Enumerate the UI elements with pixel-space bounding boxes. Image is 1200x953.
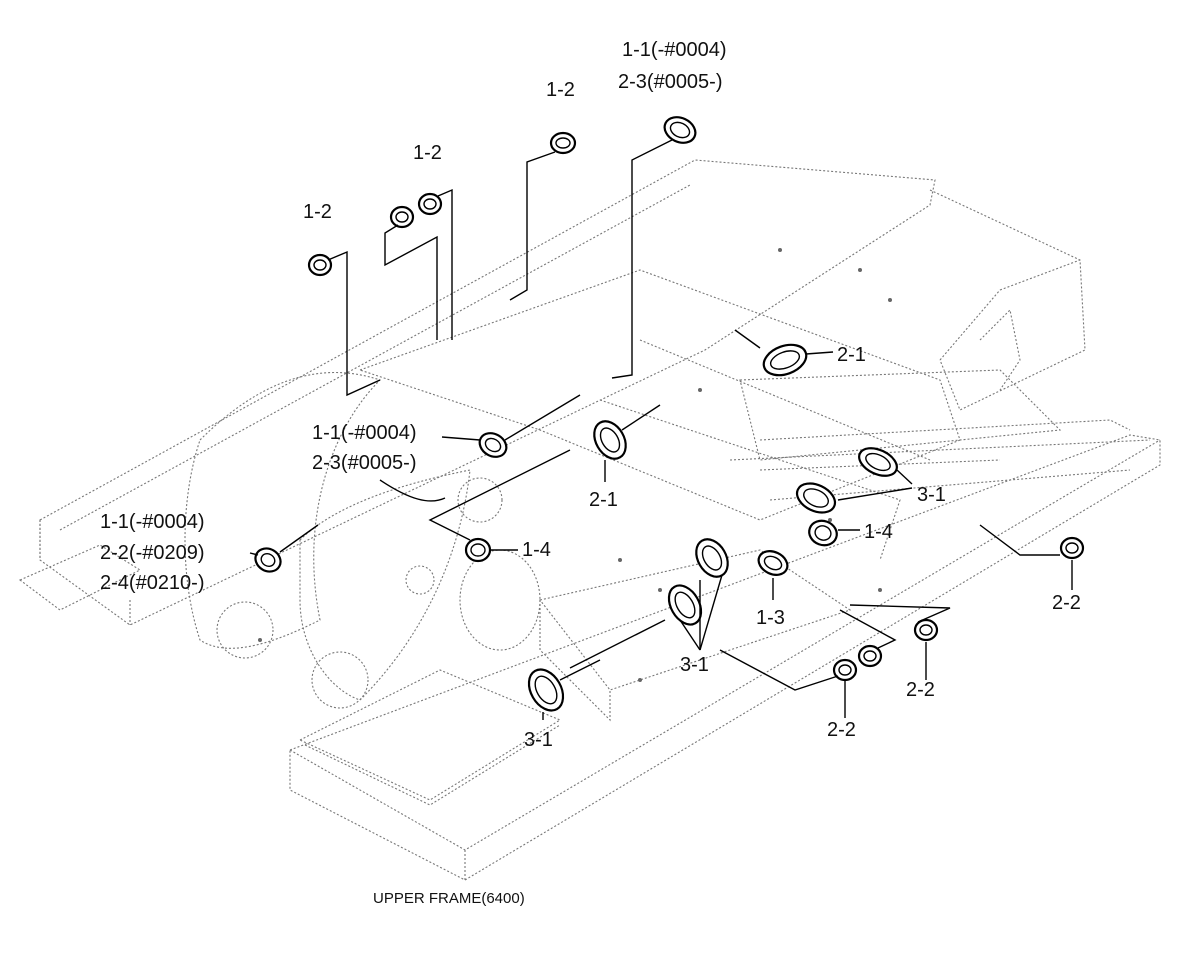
label-2-2-left: 2-2(-#0209) bbox=[100, 542, 205, 564]
grommet-center-1-4 bbox=[464, 537, 492, 563]
grommet-top-1-2 bbox=[549, 131, 577, 155]
label-1-4-right: 1-4 bbox=[864, 521, 893, 543]
label-2-4-left: 2-4(#0210-) bbox=[100, 572, 205, 594]
label-1-2-left: 1-2 bbox=[303, 201, 332, 223]
grommet-mid-1-2-b bbox=[417, 192, 443, 216]
grommet-bottom-2-2-a bbox=[832, 658, 858, 682]
label-1-1-center: 1-1(-#0004) bbox=[312, 422, 417, 444]
grommet-bottom-2-2-b bbox=[857, 644, 883, 668]
label-2-2-far-right: 2-2 bbox=[1052, 592, 1081, 614]
label-1-2-mid: 1-2 bbox=[413, 142, 442, 164]
label-2-3-center: 2-3(#0005-) bbox=[312, 452, 417, 474]
grommet-right-3-1-b bbox=[795, 482, 837, 514]
grommet-rear-2-1 bbox=[762, 343, 808, 377]
grommet-left-1-1 bbox=[254, 547, 282, 573]
grommet-far-right-2-2 bbox=[1059, 536, 1085, 560]
grommet-bottom-3-1 bbox=[527, 668, 565, 712]
label-2-1-center: 2-1 bbox=[589, 489, 618, 511]
grommet-mid-1-2-a bbox=[389, 205, 415, 229]
label-2-1-rear: 2-1 bbox=[837, 344, 866, 366]
label-2-3-top-right: 2-3(#0005-) bbox=[618, 71, 723, 93]
label-1-2-top: 1-2 bbox=[546, 79, 575, 101]
grommet-center-1-3 bbox=[757, 550, 789, 576]
leader-lines bbox=[249, 139, 1073, 720]
upper-frame-outline bbox=[18, 159, 1161, 881]
label-1-4-center: 1-4 bbox=[522, 539, 551, 561]
label-3-1-lower: 3-1 bbox=[680, 654, 709, 676]
grommet-right-1-4 bbox=[808, 519, 838, 547]
part-grommets bbox=[254, 116, 1085, 712]
label-3-1-bottom: 3-1 bbox=[524, 729, 553, 751]
label-2-2-right: 2-2 bbox=[906, 679, 935, 701]
grommet-lower-3-1-b bbox=[667, 584, 703, 626]
label-1-3-center: 1-3 bbox=[756, 607, 785, 629]
grommet-top-right bbox=[663, 116, 697, 144]
label-2-2-bottom: 2-2 bbox=[827, 719, 856, 741]
diagram-caption: UPPER FRAME(6400) bbox=[373, 890, 525, 907]
grommet-left-1-2 bbox=[307, 253, 333, 277]
grommet-center-2-1 bbox=[593, 420, 627, 460]
grommet-lower-3-1-a bbox=[695, 538, 729, 578]
label-1-1-left: 1-1(-#0004) bbox=[100, 511, 205, 533]
label-1-1-top-right: 1-1(-#0004) bbox=[622, 39, 727, 61]
grommet-right-3-1-a bbox=[858, 447, 898, 477]
grommet-right-2-2 bbox=[913, 618, 939, 642]
grommet-center-1-1 bbox=[478, 432, 508, 458]
label-3-1-right: 3-1 bbox=[917, 484, 946, 506]
